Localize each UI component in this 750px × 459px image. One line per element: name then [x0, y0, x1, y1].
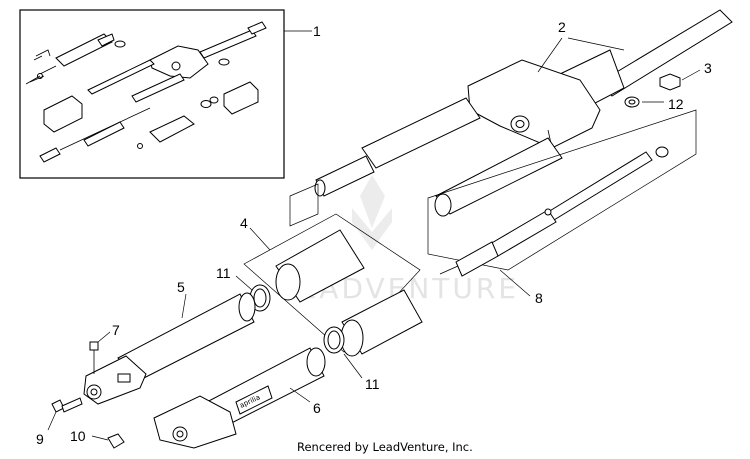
callout-4[interactable]: 4	[240, 215, 248, 231]
cap-10	[107, 433, 125, 449]
callout-6[interactable]: 6	[313, 400, 321, 416]
nut-3	[659, 73, 681, 91]
callout-7[interactable]: 7	[112, 322, 120, 338]
callout-3[interactable]: 3	[704, 60, 712, 76]
fasteners	[51, 341, 125, 449]
callout-1[interactable]: 1	[313, 23, 321, 39]
guide-boxes	[289, 109, 697, 271]
steering-stem-crown	[314, 9, 733, 217]
bolt-7	[89, 341, 99, 351]
callout-12[interactable]: 12	[668, 96, 684, 112]
callout-11-upper[interactable]: 11	[216, 265, 231, 281]
leader-lines	[47, 37, 701, 441]
callout-8[interactable]: 8	[535, 290, 543, 306]
stem-nut-and-washer	[624, 73, 681, 108]
damper-rod-assembly	[439, 146, 669, 277]
rendered-by-footer: Rencered by LeadVenture, Inc.	[297, 440, 473, 454]
callout-2[interactable]: 2	[558, 19, 566, 35]
inset-fork-leg-assembly	[19, 9, 312, 179]
callout-9[interactable]: 9	[36, 431, 44, 447]
callout-11-lower[interactable]: 11	[365, 376, 380, 392]
fork-slider-left-5	[83, 292, 256, 405]
spacers-4	[243, 213, 423, 357]
fork-slider-right-6: aprilia	[153, 347, 326, 449]
callouts: 1 2 3 12 4 11 5 8 7 11 6 9 10	[36, 19, 712, 447]
callout-5[interactable]: 5	[177, 279, 185, 295]
callout-10[interactable]: 10	[70, 428, 86, 444]
